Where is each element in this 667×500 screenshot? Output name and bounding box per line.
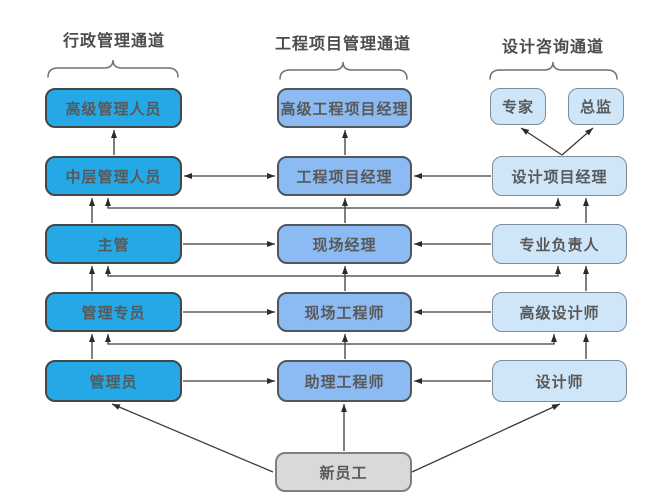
arrow-assistant-engineer-to-admin-specialist <box>105 334 345 345</box>
arrow-new-employee-to-administrator <box>111 403 274 473</box>
arrow-site-engineer-to-discipline-lead <box>345 266 561 277</box>
node-design-project-manager: 设计项目经理 <box>492 156 627 196</box>
brace-project-channel <box>279 61 408 80</box>
node-assistant-engineer: 助理工程师 <box>277 360 412 402</box>
arrow-site-engineer-to-supervisor <box>105 266 345 277</box>
node-site-engineer: 现场工程师 <box>277 292 412 332</box>
arrow-site-manager-to-middle-manager <box>105 198 345 209</box>
node-designer: 设计师 <box>492 360 627 402</box>
node-supervisor: 主管 <box>45 224 182 264</box>
arrow-new-employee-to-designer <box>411 403 561 473</box>
node-project-manager: 工程项目经理 <box>277 156 412 196</box>
node-senior-project-manager: 高级工程项目经理 <box>277 88 412 128</box>
node-middle-manager: 中层管理人员 <box>45 156 182 196</box>
node-chief-director: 总监 <box>568 88 624 125</box>
node-senior-manager: 高级管理人员 <box>45 88 182 128</box>
node-new-employee: 新员工 <box>275 452 412 492</box>
channel-header-admin: 行政管理通道 <box>62 33 165 50</box>
channel-header-project: 工程项目管理通道 <box>274 36 411 53</box>
brace-design-channel <box>489 61 618 80</box>
node-discipline-lead: 专业负责人 <box>492 224 627 264</box>
arrow-design-project-manager-to-chief-director <box>561 127 594 156</box>
arrow-design-project-manager-to-expert <box>520 127 563 156</box>
promotion-arrows <box>89 127 594 473</box>
node-expert: 专家 <box>490 88 546 125</box>
arrow-assistant-engineer-to-senior-designer <box>345 334 557 345</box>
arrow-site-manager-to-design-project-manager <box>345 198 561 209</box>
transfer-arrows <box>183 173 491 384</box>
channel-braces <box>47 59 618 80</box>
channel-header-design: 设计咨询通道 <box>501 39 604 56</box>
brace-admin-channel <box>47 59 179 78</box>
node-site-manager: 现场经理 <box>277 224 412 264</box>
node-administrator: 管理员 <box>45 360 182 402</box>
node-admin-specialist: 管理专员 <box>45 292 182 332</box>
node-senior-designer: 高级设计师 <box>492 292 627 332</box>
